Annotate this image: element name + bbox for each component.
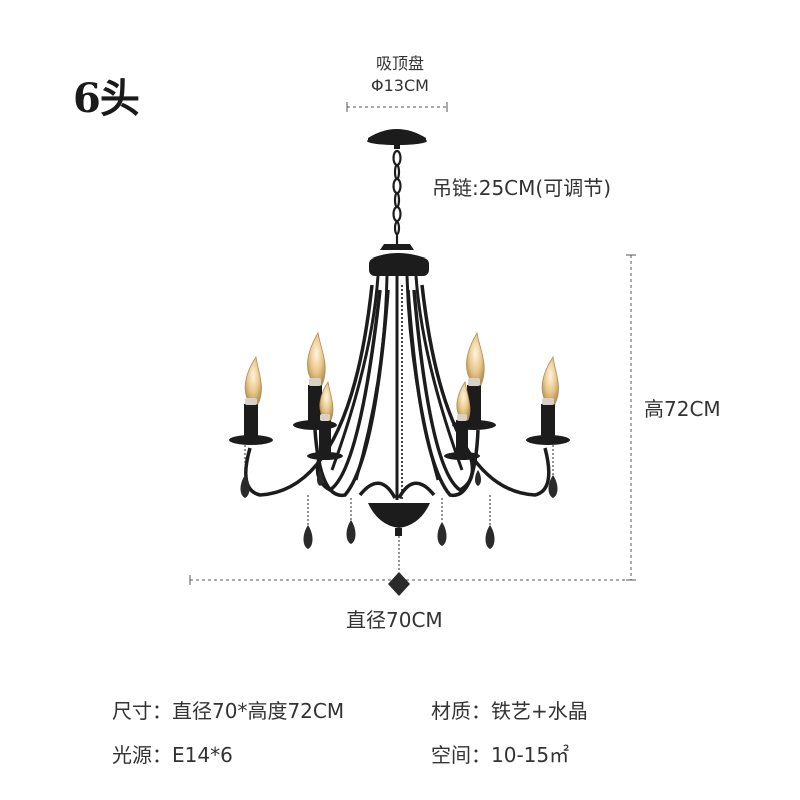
- canopy-dimension: Φ13CM: [371, 76, 429, 95]
- diameter-label: 直径70CM: [346, 608, 443, 632]
- canopy-label: 吸顶盘: [375, 54, 424, 73]
- hanging-chain: [392, 149, 402, 246]
- spec-space: 空间：10-15㎡: [431, 743, 570, 767]
- spec-material: 材质：铁艺+水晶: [431, 699, 588, 723]
- bottom-bowl: [368, 503, 430, 536]
- spec-light-source: 光源：E14*6: [112, 743, 233, 767]
- flame-bulbs: [244, 331, 559, 421]
- diameter-dimension-line: [189, 575, 631, 585]
- height-label: 高72CM: [644, 397, 721, 421]
- bulb-bases: [245, 378, 554, 421]
- crystal-drops: [240, 445, 558, 596]
- spec-size: 尺寸：直径70*高度72CM: [112, 699, 345, 723]
- candle-sleeves: [244, 385, 555, 456]
- canopy-dimension-line: [346, 102, 448, 112]
- heads-count-title: 6头: [73, 75, 140, 122]
- ceiling-canopy: [367, 129, 427, 149]
- height-dimension-line: [626, 254, 636, 581]
- crown-top: [369, 244, 429, 276]
- drip-pans: [229, 420, 570, 460]
- chain-length-label: 吊链:25CM(可调节): [432, 176, 612, 200]
